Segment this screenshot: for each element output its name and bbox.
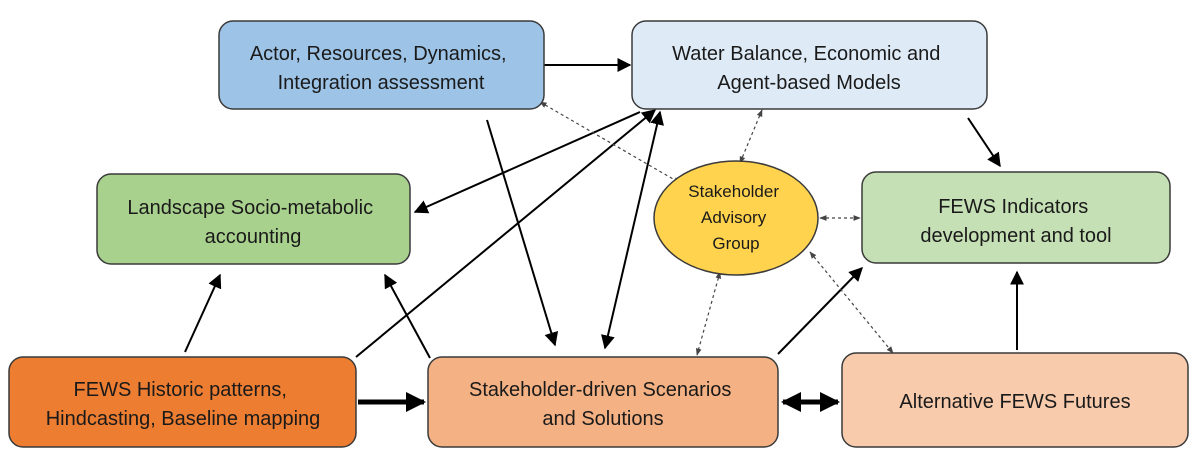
arrow-water-to-indicators (967, 117, 1001, 168)
node-label-line: Group (712, 234, 759, 253)
svg-text:Landscape Socio-metabolic: Landscape Socio-metabolic accounting (127, 197, 378, 248)
svg-text:Stakeholder-driven Scenarios: Stakeholder-driven Scenarios and Solutio… (469, 379, 737, 430)
node-label-line: Water Balance, Economic and (672, 43, 940, 65)
node-label-line: Alternative FEWS Futures (899, 391, 1130, 413)
dotted-arrow-advisory-scenarios (695, 271, 722, 356)
node-ellipse (653, 160, 819, 276)
connectors (184, 58, 1024, 412)
node-water-balance-models: Water Balance, Economic and Agent-based … (631, 20, 988, 110)
node-label-line: and Solutions (542, 408, 663, 430)
dotted-arrow-water-advisory (739, 109, 763, 164)
node-label-line: Hindcasting, Baseline mapping (46, 408, 321, 430)
node-label-line: FEWS Indicators (938, 196, 1088, 218)
node-alternative-fews-futures: Alternative FEWS Futures (841, 352, 1189, 448)
arrow-scenarios-to-indicators (777, 266, 863, 355)
node-box (218, 20, 545, 110)
node-box (631, 20, 988, 110)
arrow-actor-to-scenarios (486, 119, 559, 347)
node-label-line: Integration assessment (278, 72, 485, 94)
svg-text:Water Balance, Economic and: Water Balance, Economic and Agent-based … (672, 43, 946, 94)
node-box (841, 352, 1189, 448)
node-stakeholder-driven-scenarios: Stakeholder-driven Scenarios and Solutio… (427, 356, 779, 448)
node-label-line: FEWS Historic patterns, (74, 379, 287, 401)
node-label-line: Agent-based Models (717, 72, 900, 94)
node-fews-indicators: FEWS Indicators development and tool (861, 171, 1171, 264)
svg-text:Stakeholder Advisory: Stakeholder Advisory Group (688, 182, 783, 253)
node-label-line: accounting (205, 226, 302, 248)
arrow-scenarios-to-landscape (384, 273, 431, 359)
dotted-arrow-advisory-futures (809, 251, 894, 354)
svg-text:FEWS Historic patterns,: FEWS Historic patterns, Hindcasting, Bas… (46, 379, 321, 430)
node-box (96, 173, 411, 265)
svg-text:Alternative FEWS Futures: Alternative FEWS Futures (899, 391, 1130, 413)
node-label-line: Actor, Resources, Dynamics, (250, 43, 507, 65)
node-landscape-accounting: Landscape Socio-metabolic accounting (96, 173, 411, 265)
node-label-line: Stakeholder-driven Scenarios (469, 379, 731, 401)
svg-text:FEWS Indicators developm: FEWS Indicators development and tool (920, 196, 1111, 247)
node-label-line: development and tool (920, 225, 1111, 247)
svg-text:Actor, Resources, Dynamics,: Actor, Resources, Dynamics, Integration … (250, 43, 512, 94)
node-box (861, 171, 1171, 264)
node-actor-resources: Actor, Resources, Dynamics, Integration … (218, 20, 545, 110)
dotted-arrow-actor-advisory (539, 101, 681, 184)
arrow-water-to-landscape (413, 111, 641, 214)
node-label-line: Stakeholder (688, 182, 779, 201)
arrow-historic-to-landscape (184, 273, 222, 353)
node-box (427, 356, 779, 448)
node-stakeholder-advisory-group: Stakeholder Advisory Group (653, 160, 819, 276)
node-box (8, 356, 357, 448)
node-label-line: Landscape Socio-metabolic (127, 197, 373, 219)
node-fews-historic-patterns: FEWS Historic patterns, Hindcasting, Bas… (8, 356, 357, 448)
node-label-line: Advisory (701, 208, 767, 227)
arrow-scenarios-water-bidirectional (601, 110, 664, 350)
